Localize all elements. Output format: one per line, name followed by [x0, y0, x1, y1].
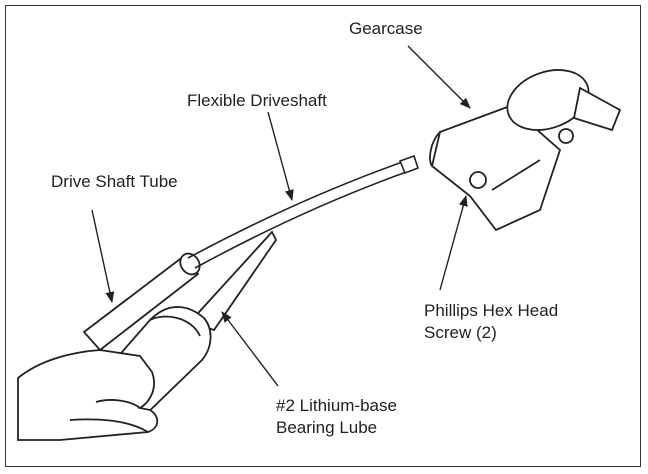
label-phillips-screw: Phillips Hex Head Screw (2) — [424, 300, 558, 344]
grease-tube-and-hand — [18, 232, 276, 440]
label-drive-shaft-tube: Drive Shaft Tube — [51, 171, 178, 193]
arrow-flexible-driveshaft — [268, 112, 292, 200]
label-lube: #2 Lithium-base Bearing Lube — [276, 395, 397, 439]
arrow-phillips-screw — [440, 196, 466, 290]
arrow-gearcase — [408, 46, 470, 108]
label-phillips-screw-line2: Screw (2) — [424, 322, 558, 344]
label-flexible-driveshaft: Flexible Driveshaft — [187, 90, 327, 112]
flexible-driveshaft — [188, 156, 418, 268]
arrow-lube — [222, 312, 278, 386]
arrow-drive-shaft-tube — [92, 210, 112, 302]
label-gearcase: Gearcase — [349, 18, 423, 40]
gearcase — [430, 59, 620, 230]
label-lube-line2: Bearing Lube — [276, 417, 397, 439]
label-lube-line1: #2 Lithium-base — [276, 395, 397, 417]
label-phillips-screw-line1: Phillips Hex Head — [424, 300, 558, 322]
